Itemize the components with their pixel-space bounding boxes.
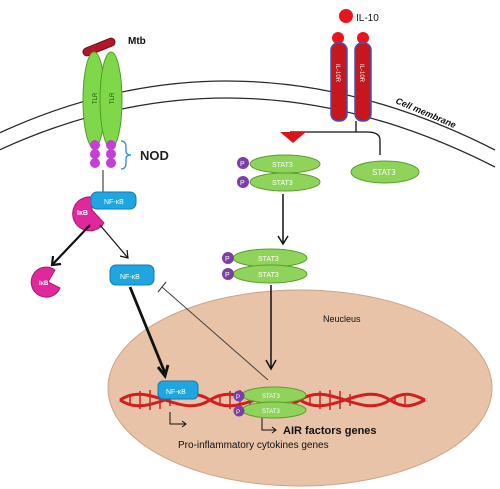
stat3-nuclear-label-bottom: STAT3 (262, 409, 280, 415)
nod-label: NOD (140, 148, 169, 163)
il10r-receptor-right (354, 42, 372, 122)
stat3-nuclear-label-top: STAT3 (262, 394, 280, 400)
air-genes-label: AIR factors genes (283, 425, 377, 437)
receptor-signal-path (290, 131, 381, 155)
stat3-d1-label-bottom: STAT3 (272, 180, 293, 187)
stat3-free-label: STAT3 (372, 168, 396, 177)
phospho-nuclear-top (233, 390, 245, 402)
nfkb-cytoplasm (109, 264, 155, 286)
ikb-free-label: IκB (39, 281, 49, 287)
p-nuclear-top-label: P (236, 395, 240, 401)
stat3-free (350, 160, 420, 184)
p-d1-bottom-label: P (240, 180, 245, 187)
phospho-d2-top (222, 252, 234, 264)
p-d1-top-label: P (240, 161, 245, 168)
stat3-inhibits-nfkb (161, 286, 269, 381)
nfkb-nuclear-label: NF-κB (166, 389, 186, 396)
stat3-d2-label-bottom: STAT3 (258, 272, 279, 279)
il10r-label-left: IL-10R (334, 64, 340, 83)
stat3-d2-label-top: STAT3 (258, 256, 279, 263)
il10-bound-left (332, 32, 344, 44)
nucleus-label: Neucleus (323, 314, 361, 324)
mtb-ligand (82, 37, 116, 57)
nfkb-cytoplasm-label: NF-κB (120, 274, 140, 281)
tlr-label-right: TLR (110, 92, 116, 104)
ikb-complex-label: IκB (77, 210, 88, 217)
nod-brace (120, 140, 132, 170)
proinflam-transcription-arrow (169, 412, 186, 425)
nfkb-nuclear (157, 380, 199, 400)
nucleus (107, 289, 493, 487)
stat3-d1-label-top: STAT3 (272, 162, 293, 169)
il10r-label-right: IL-10R (358, 64, 364, 83)
p-d2-top-label: P (225, 256, 230, 263)
nod-domain (90, 140, 116, 168)
cell-membrane-outer (0, 80, 496, 151)
ikb-free (30, 266, 61, 298)
cell-membrane-label: Cell membrane (394, 96, 457, 130)
il10-label: IL-10 (356, 13, 379, 24)
arrow-to-ikb (51, 224, 91, 266)
mtb-label: Mtb (128, 36, 146, 47)
nfkb-complex (90, 191, 137, 210)
nfkb-complex-label: NF-κB (104, 199, 124, 206)
phospho-nuclear-bottom (233, 405, 245, 417)
recruit-arrowhead (280, 132, 306, 143)
phospho-d2-bottom (222, 268, 234, 280)
arrow-to-nfkb (99, 224, 129, 259)
tlr-label-left: TLR (93, 92, 99, 104)
proinflam-genes-label: Pro-inflammatory cytokines genes (178, 440, 329, 451)
air-transcription-arrow (261, 418, 276, 431)
cell-membrane-inner (0, 97, 496, 168)
il10r-receptor-left (330, 42, 348, 122)
nfkb-translocation-arrow (128, 286, 167, 374)
il10-bound-right (357, 32, 369, 44)
il10-ligand (339, 9, 353, 23)
p-d2-bottom-label: P (225, 272, 230, 279)
phospho-d1-top (237, 157, 249, 169)
phospho-d1-bottom (237, 176, 249, 188)
p-nuclear-bottom-label: P (236, 410, 240, 416)
stat3-p-dimer1-bottom (249, 172, 321, 192)
